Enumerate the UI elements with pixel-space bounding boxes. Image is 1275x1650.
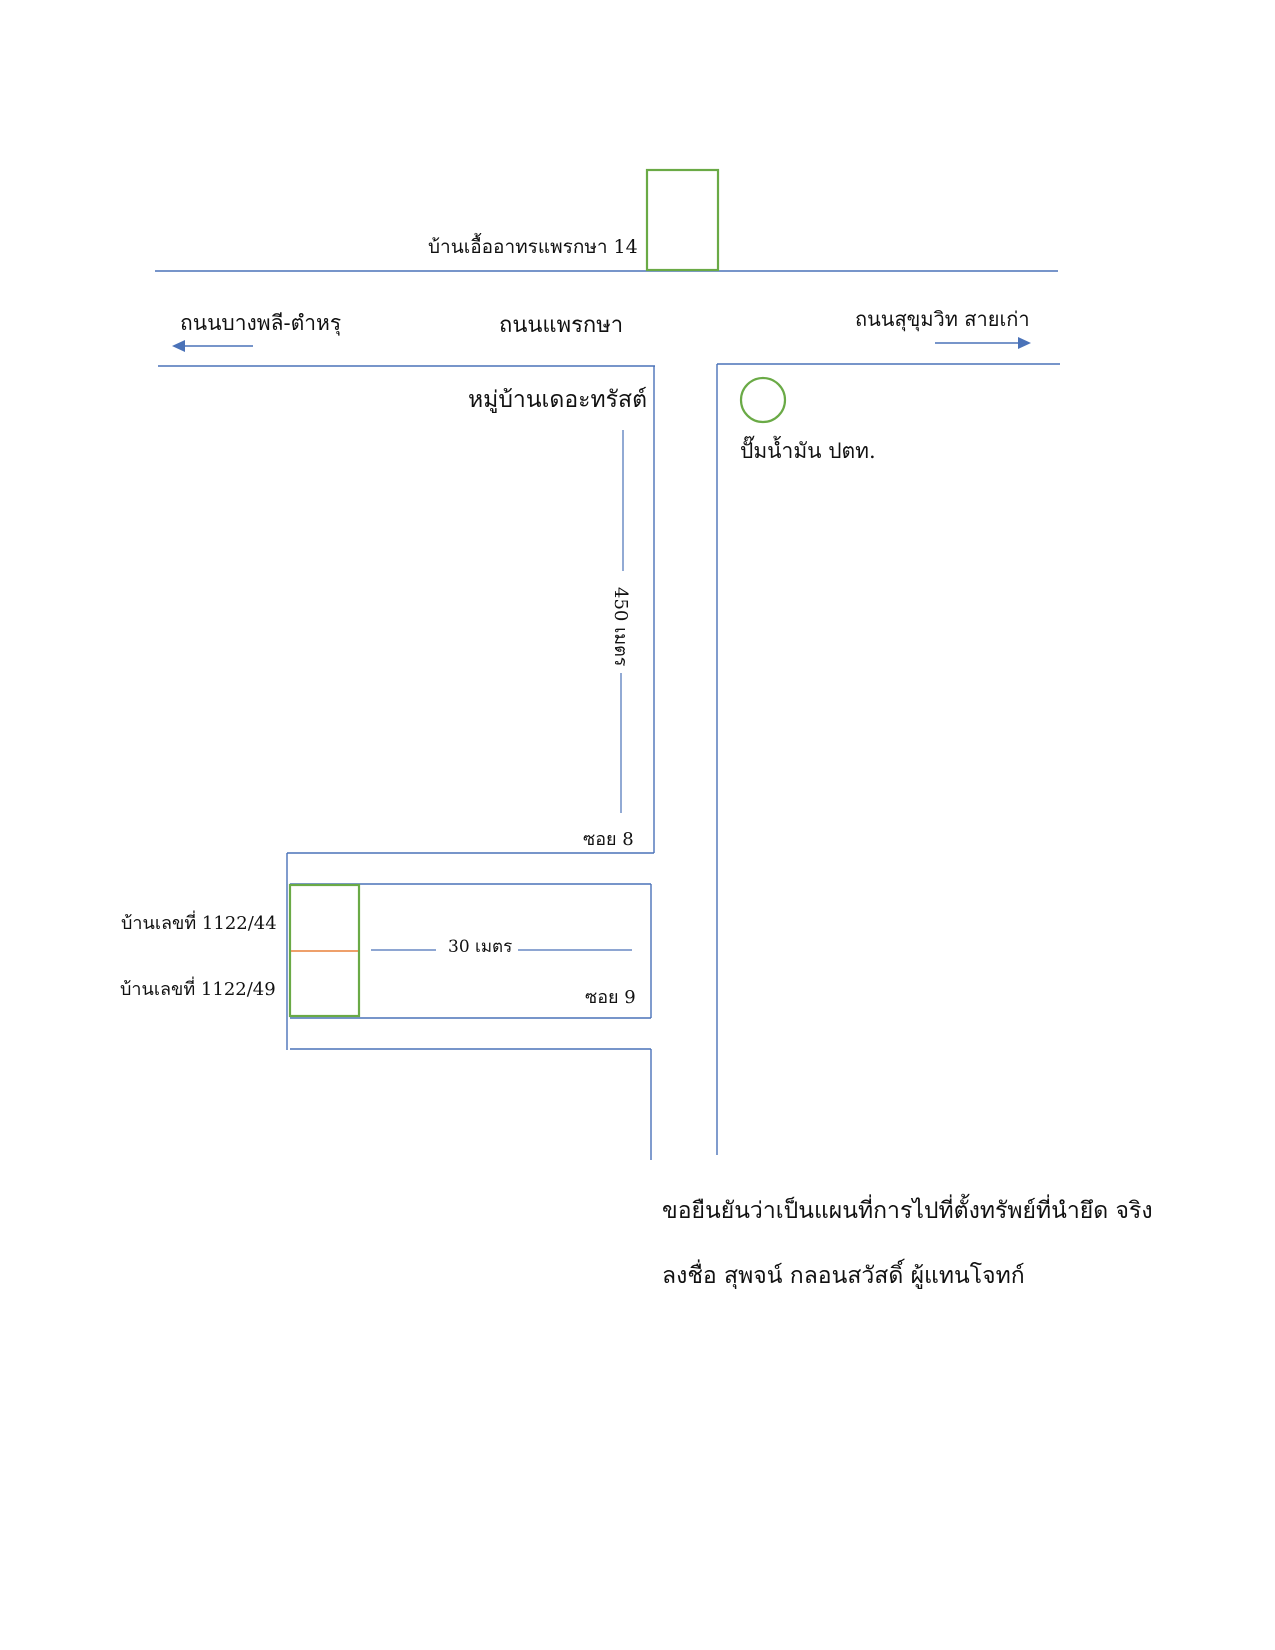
soi-9-label: ซอย 9 [585,987,636,1008]
road-left-label: ถนนบางพลี-ตำหรุ [180,311,341,336]
arrow-left-icon [172,340,253,352]
building-top-marker [645,168,720,272]
gas-station-label: ปั๊มน้ำมัน ปตท. [740,435,876,463]
soi-8-label: ซอย 8 [583,829,634,850]
building-top-label: บ้านเอื้ออาทรแพรกษา 14 [428,233,638,258]
house-2-label: บ้านเลขที่ 1122/49 [120,976,276,1000]
signature-line: ลงชื่อ สุพจน์ กลอนสวัสดิ์ ผู้แทนโจทก์ [662,1258,1025,1289]
circle-marker-icon [739,376,787,424]
road-right-label: ถนนสุขุมวิท สายเก่า [855,307,1030,332]
property-box [288,883,361,1018]
distance-30-label: 30 เมตร [448,937,512,957]
distance-450-label: 450 เมตร [610,587,631,667]
certification-statement: ขอยืนยันว่าเป็นแผนที่การไปที่ตั้งทรัพย์ท… [662,1194,1153,1224]
village-label: หมู่บ้านเดอะทรัสต์ [468,386,647,413]
house-1-label: บ้านเลขที่ 1122/44 [121,910,277,934]
road-main-label: ถนนแพรกษา [499,313,623,338]
arrow-right-icon [935,337,1031,349]
